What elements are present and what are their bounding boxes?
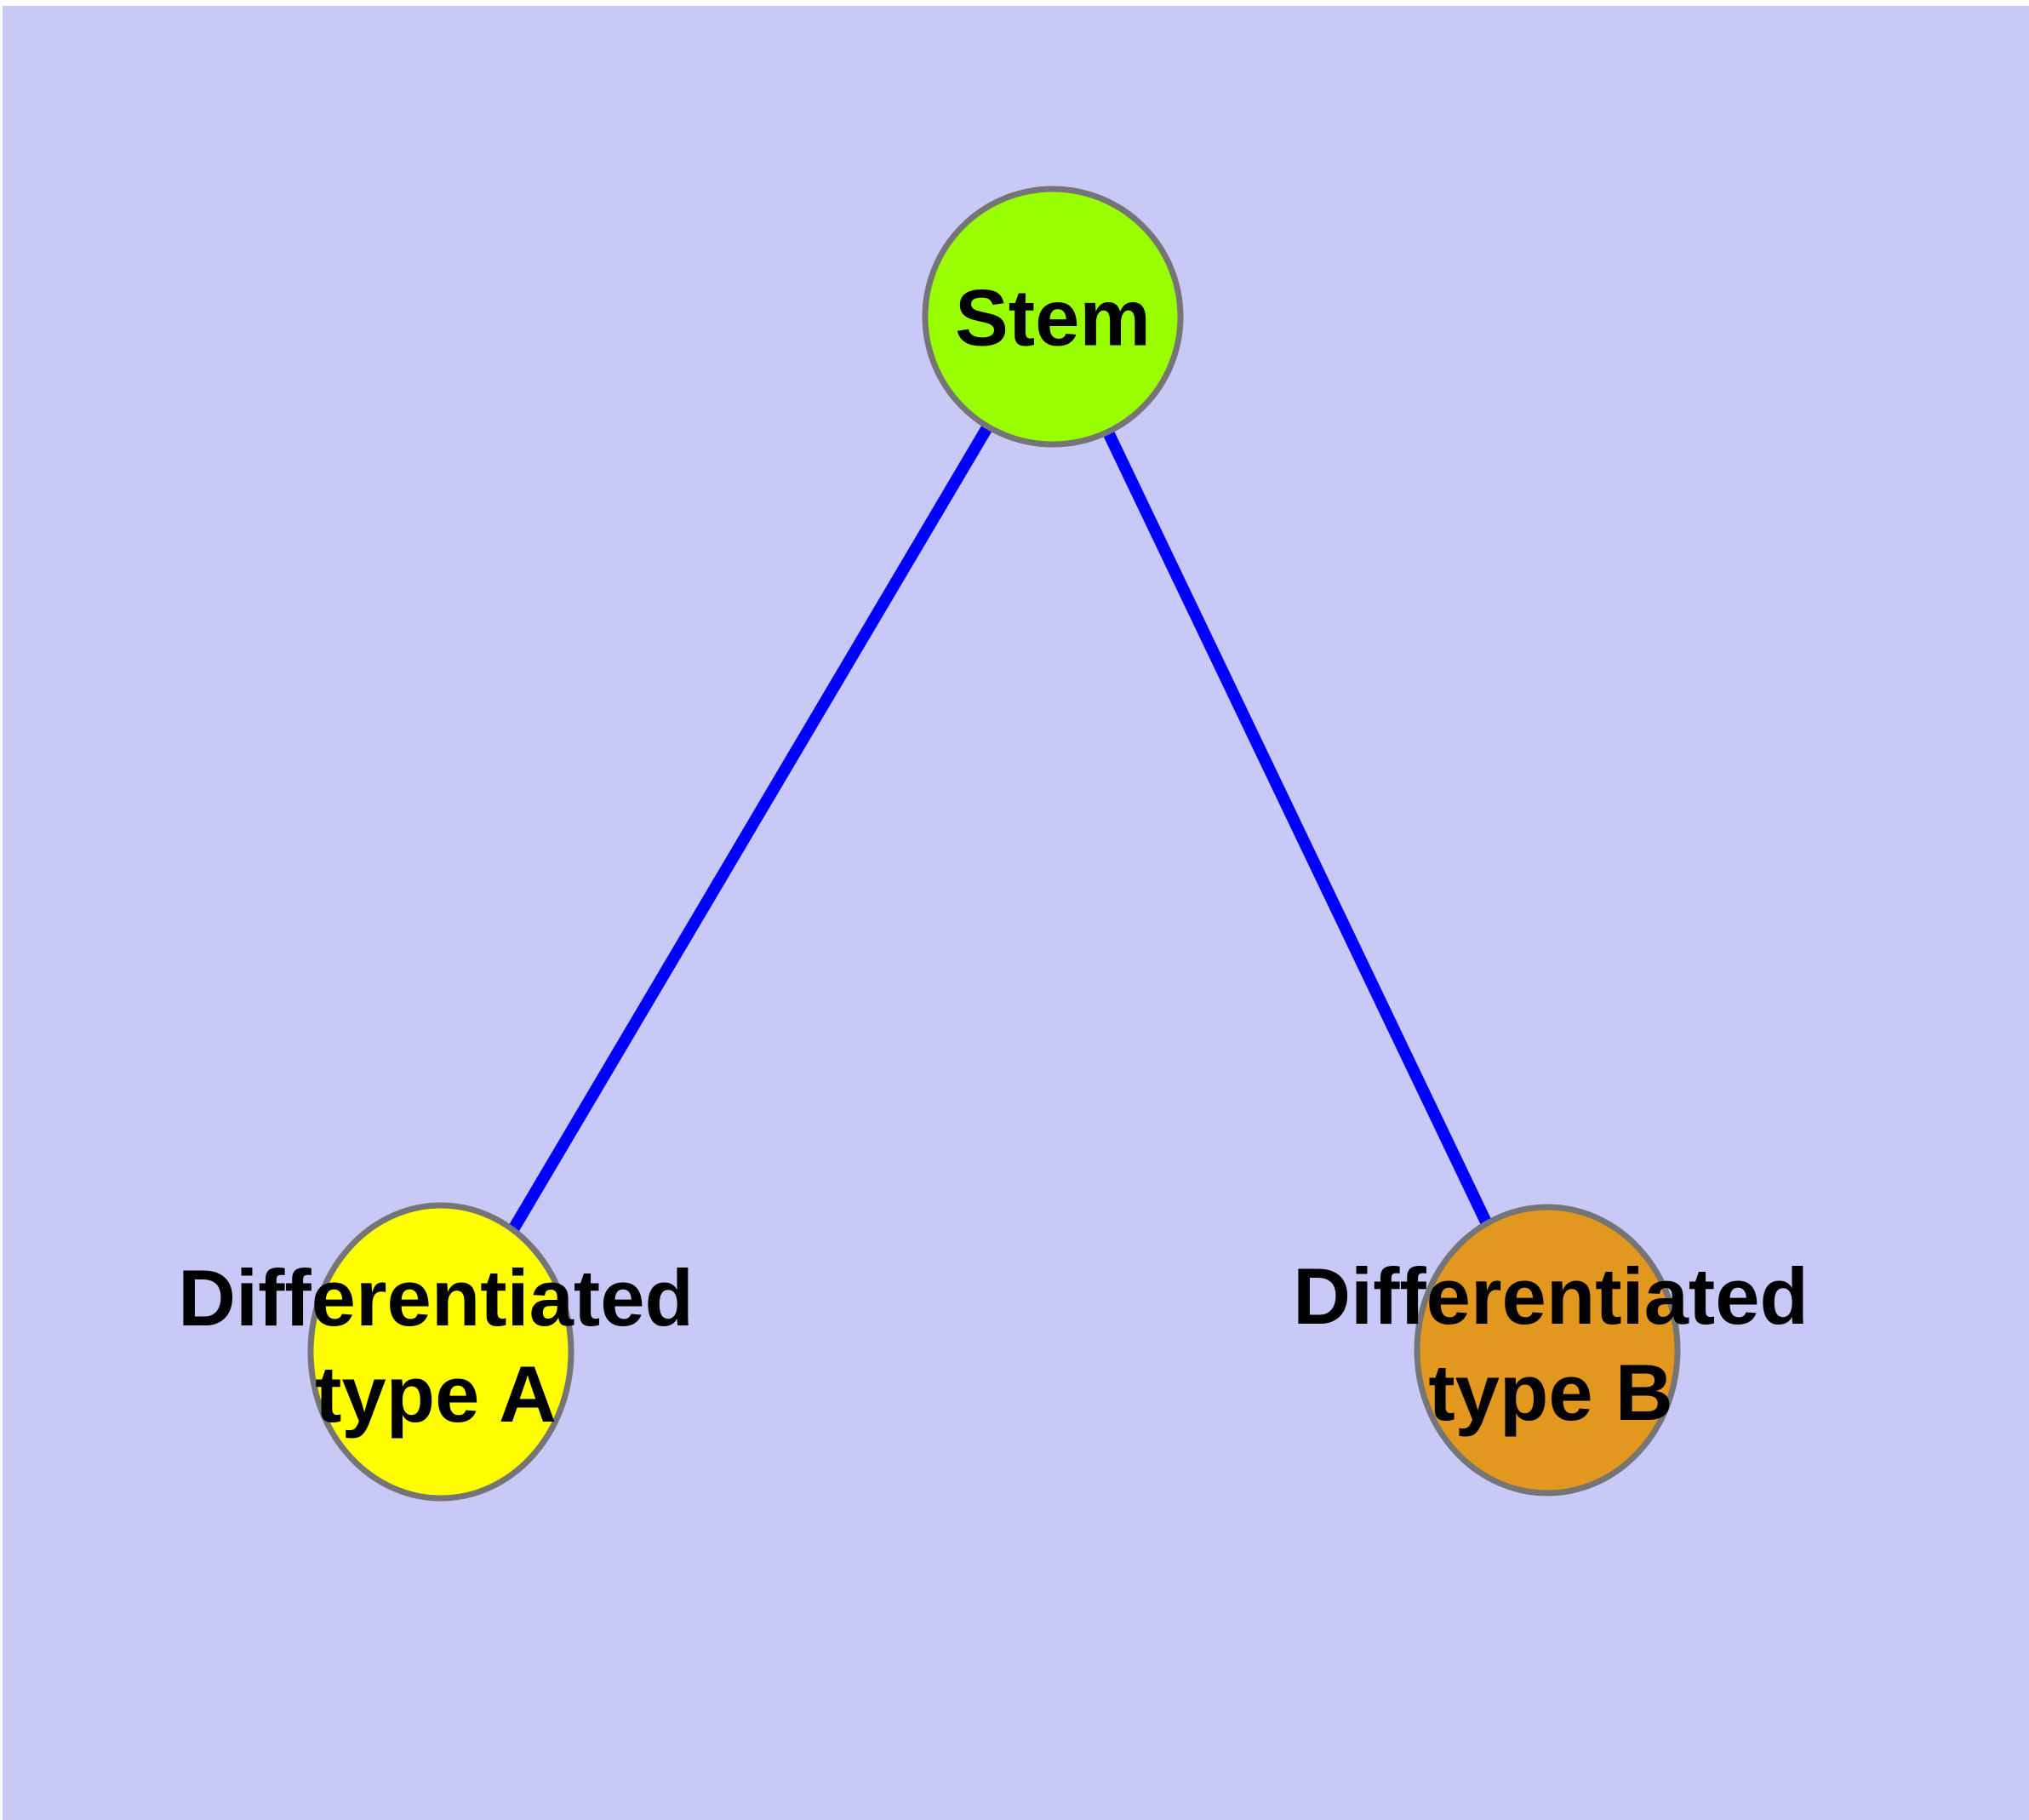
node-type-a-label: Differentiated type A	[178, 1253, 694, 1439]
node-stem-label: Stem	[955, 272, 1151, 363]
node-type-b-label: Differentiated type B	[1293, 1251, 1809, 1437]
edge-stem-to-type-b	[1047, 313, 1553, 1354]
node-type-a-shape	[307, 1202, 574, 1502]
node-type-b-shape	[1414, 1204, 1681, 1497]
edge-stem-to-type-a	[435, 313, 1059, 1355]
node-stem-shape	[922, 186, 1184, 448]
